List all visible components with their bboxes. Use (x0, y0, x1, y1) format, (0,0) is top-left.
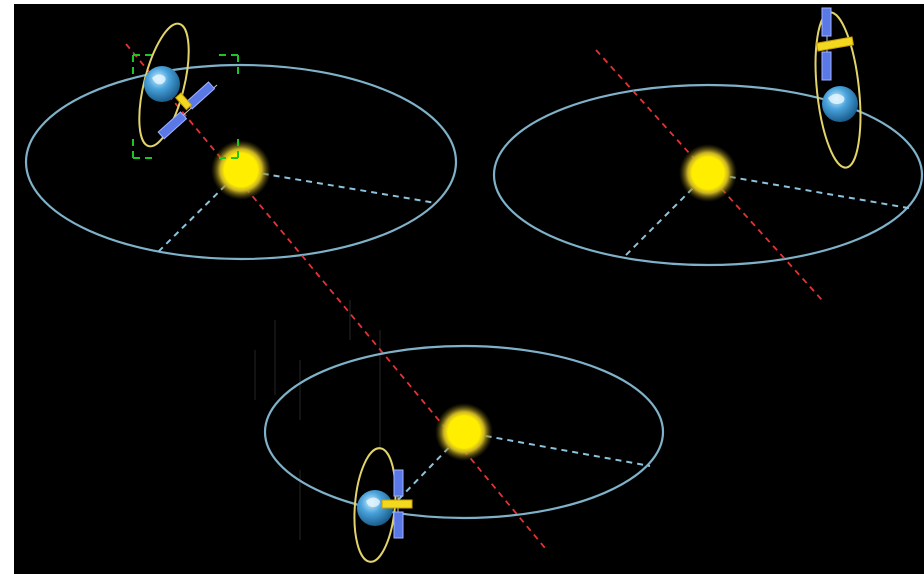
sun-icon (211, 140, 271, 200)
radius-line (622, 172, 709, 259)
satellite-icon (381, 469, 413, 539)
sun-icon (435, 403, 493, 461)
orbit-panel-upper-right (492, 7, 924, 301)
earth-icon (357, 490, 393, 526)
ghost-artifact (254, 300, 381, 540)
sun-icon (679, 144, 737, 202)
radius-line (707, 172, 915, 210)
selection-box-icon[interactable] (132, 54, 239, 159)
satellite-icon (815, 7, 855, 81)
planet-orbit-ellipse (492, 83, 924, 267)
orbit-panel-bottom (263, 344, 665, 563)
radius-line (156, 169, 242, 254)
earth-icon (144, 66, 180, 102)
planet-orbit-ellipse (24, 63, 458, 261)
satellite-icon (157, 81, 218, 140)
radius-line (463, 431, 651, 467)
earth-icon (822, 86, 858, 122)
planet-orbit-ellipse (263, 344, 665, 520)
orbit-panel-upper-left (24, 22, 546, 549)
